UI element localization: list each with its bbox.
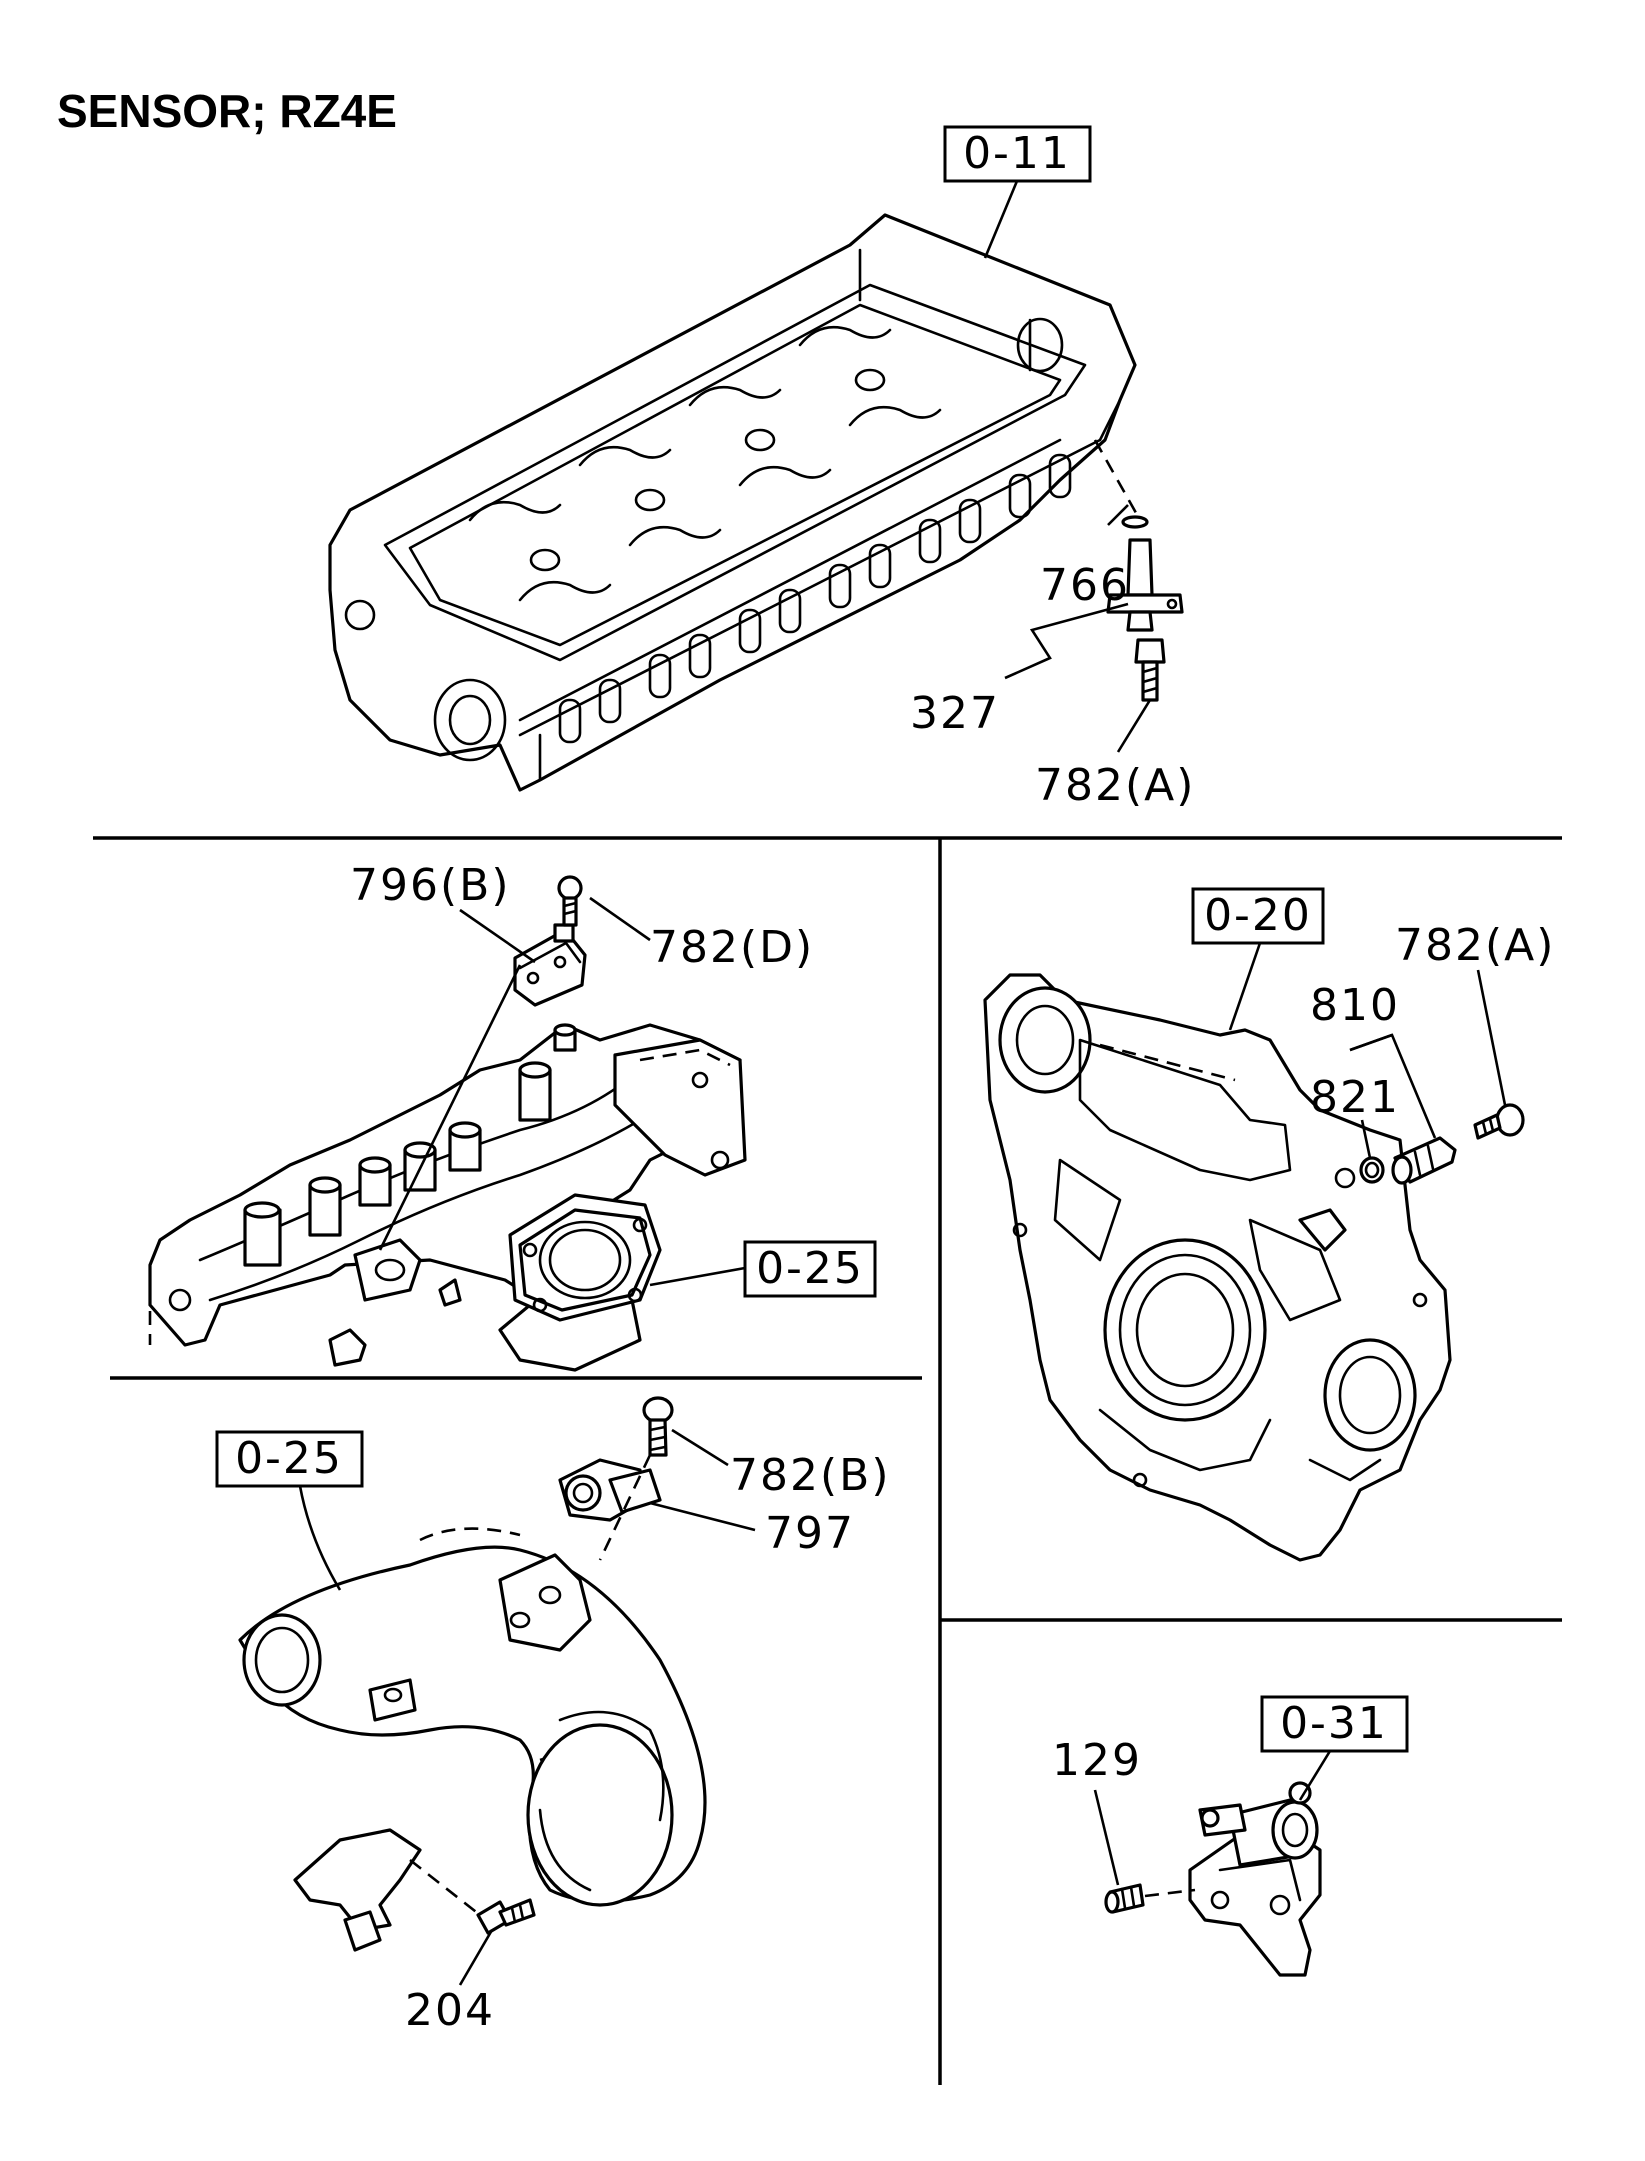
manifold-ref-leader: [649, 1266, 746, 1287]
head-cam-lobes: [468, 325, 942, 602]
manifold-ref-label: 0-25: [756, 1243, 864, 1294]
pump-ref-leader: [1298, 1750, 1332, 1801]
leader-129: [1093, 1789, 1120, 1886]
leader-810-bracket: [1349, 1033, 1393, 1052]
bolt-782b: [642, 1396, 674, 1457]
exhaust-manifold: [148, 1023, 747, 1372]
boost-sensor-797: [558, 1458, 662, 1522]
leader-782a-right: [1476, 969, 1507, 1106]
label-782d: 782(D): [650, 922, 814, 973]
label-782a-right: 782(A): [1395, 920, 1555, 971]
label-821: 821: [1310, 1072, 1400, 1123]
leader-797: [649, 1501, 756, 1532]
sensor-810: [1391, 1136, 1457, 1185]
head-ref-callout: [943, 125, 1092, 183]
cover-ref-leader: [1228, 942, 1262, 1031]
oring-821: [1359, 1156, 1385, 1184]
label-782a-top: 782(A): [1035, 760, 1195, 811]
manifold-ref-callout: [743, 1240, 877, 1298]
diagram-title: SENSOR; RZ4E: [57, 85, 397, 137]
label-782b: 782(B): [730, 1450, 891, 1501]
bolt-782d: [557, 875, 583, 927]
head-ref-label: 0-11: [963, 128, 1071, 179]
exhaust-manifold-section: 796(B) 782(D) 0-25: [148, 860, 877, 1372]
bolt-782b-path: [598, 1454, 652, 1561]
hose-796b-line: [378, 964, 522, 1251]
head-bores: [529, 317, 1064, 572]
cover-ref-label: 0-20: [1204, 890, 1312, 941]
cylinder-head: [328, 213, 1137, 792]
leader-796b: [459, 908, 536, 964]
leader-766: [1107, 504, 1129, 526]
label-129: 129: [1052, 1735, 1142, 1786]
label-204: 204: [405, 1985, 495, 2036]
bolt-782a-right: [1473, 1103, 1525, 1140]
timing-cover: [983, 973, 1452, 1562]
pipe-ref-leader: [298, 1485, 342, 1591]
manifold-stud-bosses: [243, 1023, 577, 1267]
leader-821: [1360, 1119, 1372, 1159]
front-cover-section: 0-20 782(A) 810 821: [983, 887, 1555, 1562]
boost-sensor-796b: [513, 923, 587, 1007]
intake-pipe-section: 0-25 782(B) 797 204: [215, 1396, 891, 2036]
pipe-ref-label: 0-25: [235, 1433, 343, 1484]
pipe-ref-callout: [215, 1430, 364, 1488]
intake-pipe: [238, 1527, 707, 1952]
bolt-204-path: [409, 1858, 481, 1917]
bolt-782a-top: [1134, 638, 1166, 702]
leader-204: [458, 1929, 494, 1986]
label-810: 810: [1310, 980, 1400, 1031]
pump-assembly: [1188, 1781, 1322, 1977]
leader-782a-top: [1116, 699, 1152, 753]
sensor-mount-line: [1093, 439, 1142, 521]
sensor-129: [1104, 1883, 1145, 1914]
leader-782d: [589, 896, 651, 942]
cover-ref-callout: [1191, 887, 1325, 945]
head-ref-leader: [983, 180, 1019, 259]
sensor-129-path: [1144, 1888, 1196, 1898]
pump-ref-callout: [1260, 1695, 1409, 1753]
label-797: 797: [765, 1508, 855, 1559]
cylinder-head-section: 0-11 766 327 782(A): [328, 125, 1195, 811]
section-dividers: [93, 836, 1562, 2085]
pump-section: 0-31 129: [1052, 1695, 1409, 1977]
leader-782b: [671, 1428, 729, 1467]
head-ports: [558, 453, 1072, 744]
leader-327: [1004, 602, 1129, 680]
label-796b: 796(B): [350, 860, 511, 911]
pump-ref-label: 0-31: [1280, 1698, 1388, 1749]
bolt-204: [476, 1898, 536, 1935]
camshaft-sensor-766: [1106, 515, 1184, 632]
label-327: 327: [910, 688, 1000, 739]
label-766: 766: [1040, 560, 1130, 611]
